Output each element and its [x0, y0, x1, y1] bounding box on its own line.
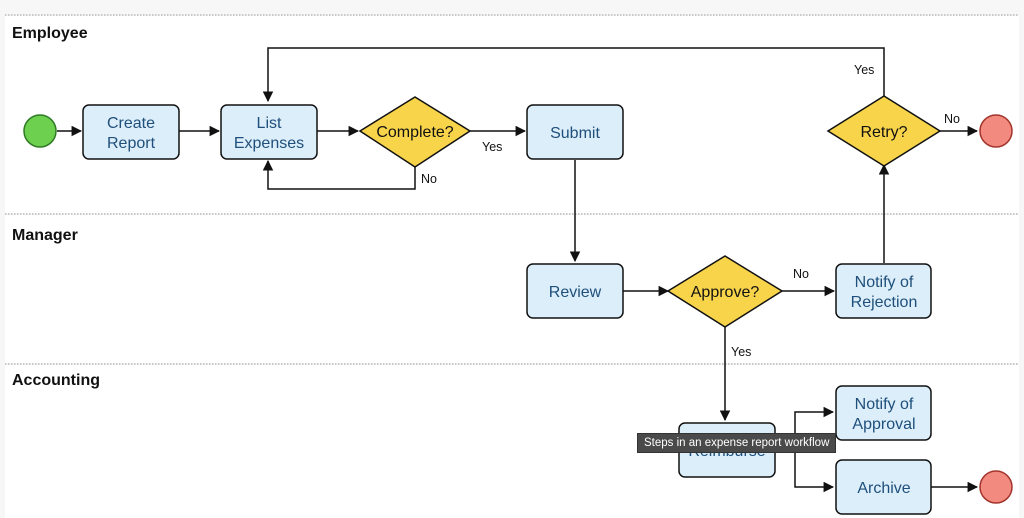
edge-label-approve-yes: Yes — [731, 345, 751, 359]
start-event[interactable] — [23, 114, 57, 148]
lane-label-employee: Employee — [12, 25, 88, 42]
decision-retry-label: Retry? — [860, 124, 907, 141]
task-notify-rejection[interactable]: Notify of Rejection — [835, 263, 932, 319]
edge-label-retry-yes: Yes — [854, 63, 874, 77]
diagram-tooltip: Steps in an expense report workflow — [637, 433, 837, 453]
task-create-report[interactable]: Create Report — [82, 104, 180, 160]
task-submit-label: Submit — [550, 125, 600, 142]
lane-label-accounting: Accounting — [12, 372, 100, 389]
task-list-expenses-line1: List — [257, 115, 282, 132]
decision-approve[interactable]: Approve? — [666, 255, 784, 328]
edge-label-complete-no: No — [421, 172, 437, 186]
decision-approve-label: Approve? — [691, 284, 760, 301]
task-notify-approval[interactable]: Notify of Approval — [835, 385, 932, 441]
decision-complete-label: Complete? — [376, 124, 453, 141]
decision-retry[interactable]: Retry? — [826, 95, 942, 167]
task-archive-label: Archive — [857, 480, 910, 497]
task-review[interactable]: Review — [526, 263, 624, 319]
lane-label-manager: Manager — [12, 227, 78, 244]
task-create-report-line1: Create — [107, 115, 155, 132]
task-list-expenses-line2: Expenses — [234, 135, 304, 152]
end-event-rejected[interactable] — [979, 114, 1013, 148]
task-notify-approval-line2: Approval — [852, 416, 915, 433]
task-archive[interactable]: Archive — [835, 459, 932, 515]
edge-label-retry-no: No — [944, 112, 960, 126]
edge-retry-list-yes — [262, 47, 885, 103]
task-list-expenses[interactable]: List Expenses — [220, 104, 318, 160]
task-review-label: Review — [549, 284, 602, 301]
decision-complete[interactable]: Complete? — [358, 96, 472, 168]
edge-complete-list-no — [262, 159, 416, 190]
task-submit[interactable]: Submit — [526, 104, 624, 160]
task-notify-rejection-line2: Rejection — [851, 294, 918, 311]
task-create-report-line2: Report — [107, 135, 156, 152]
edge-label-approve-no: No — [793, 267, 809, 281]
task-notify-approval-line1: Notify of — [855, 396, 914, 413]
end-event-archived[interactable] — [979, 470, 1013, 504]
task-notify-rejection-line1: Notify of — [855, 274, 914, 291]
edge-label-complete-yes: Yes — [482, 140, 502, 154]
